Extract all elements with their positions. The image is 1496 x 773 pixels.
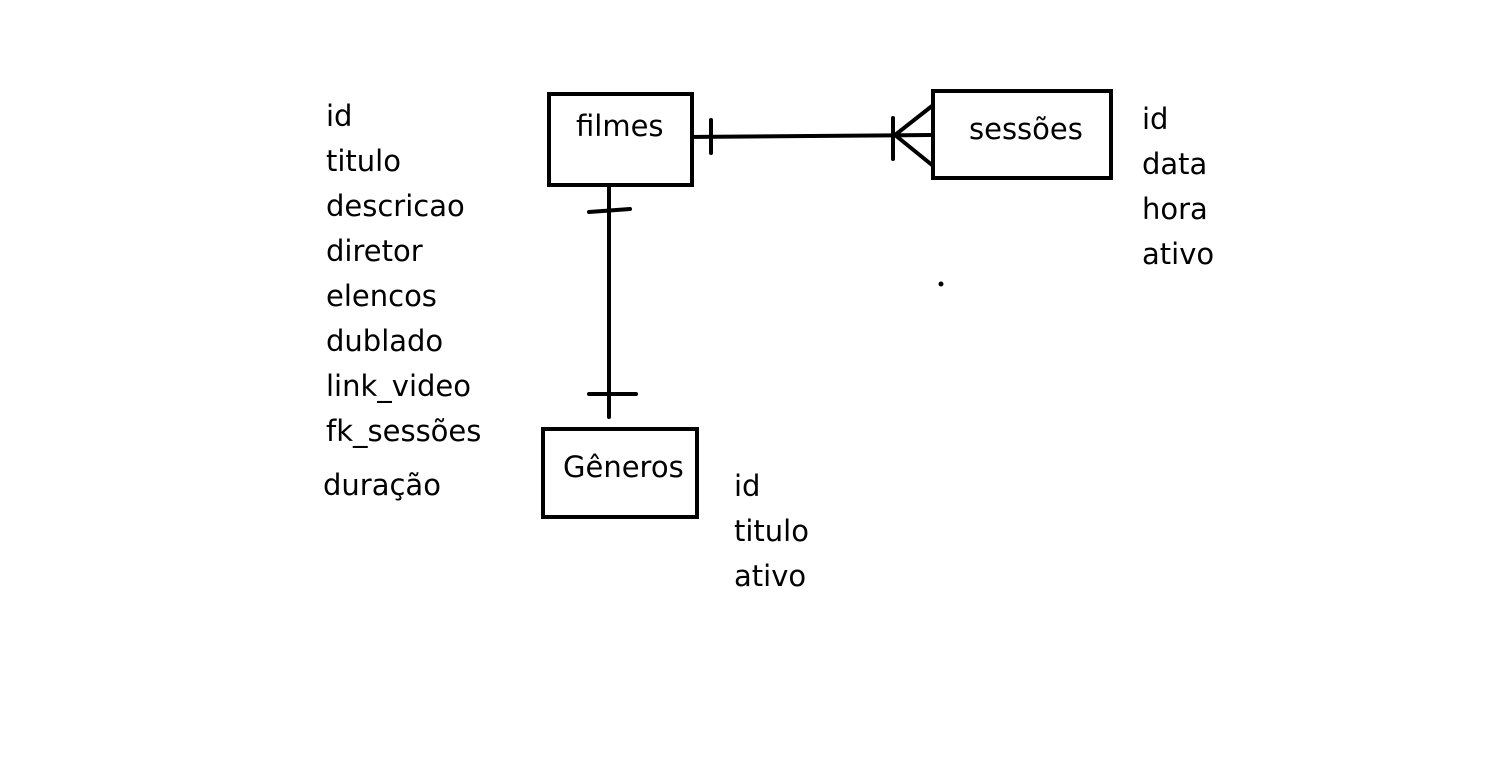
entity-sessoes	[931, 89, 1113, 180]
relationship-filmes-sessoes	[684, 104, 934, 167]
sessoes-attribute: hora	[1142, 192, 1208, 226]
crows-foot-prong-lower	[893, 133, 934, 167]
filmes-attribute: titulo	[326, 144, 401, 178]
generos-attribute: ativo	[734, 559, 807, 593]
filmes-attribute-list: id titulo descricao diretor elencos dubl…	[326, 94, 481, 454]
sessoes-attribute-list: id data hora ativo	[1142, 97, 1214, 277]
sessoes-attribute: id	[1142, 102, 1169, 136]
entity-generos	[541, 427, 699, 519]
entity-generos-label: Gêneros	[563, 450, 684, 484]
stray-dot	[938, 281, 944, 287]
filmes-attribute: elencos	[326, 279, 437, 313]
generos-attribute: titulo	[734, 514, 809, 548]
filmes-attribute: id	[326, 99, 353, 133]
filmes-attribute: link_video	[326, 369, 471, 403]
entity-filmes-label: filmes	[576, 109, 664, 143]
filmes-attribute: diretor	[326, 234, 423, 268]
one-tick-mark	[587, 207, 632, 214]
entity-filmes	[547, 92, 694, 187]
filmes-attribute: descricao	[326, 189, 465, 223]
crows-foot-prong-upper	[893, 104, 934, 137]
entity-sessoes-label: sessões	[969, 112, 1083, 146]
sessoes-attribute: data	[1142, 147, 1208, 181]
sessoes-attribute: ativo	[1142, 237, 1215, 271]
connector-line	[684, 133, 932, 139]
generos-attribute: id	[734, 469, 761, 503]
filmes-attribute: dublado	[326, 324, 444, 358]
generos-attribute-list: id titulo ativo	[734, 464, 809, 599]
filmes-attribute-duracao: duração	[323, 468, 441, 502]
relationship-filmes-generos	[587, 184, 638, 419]
filmes-attribute: fk_sessões	[326, 414, 482, 448]
